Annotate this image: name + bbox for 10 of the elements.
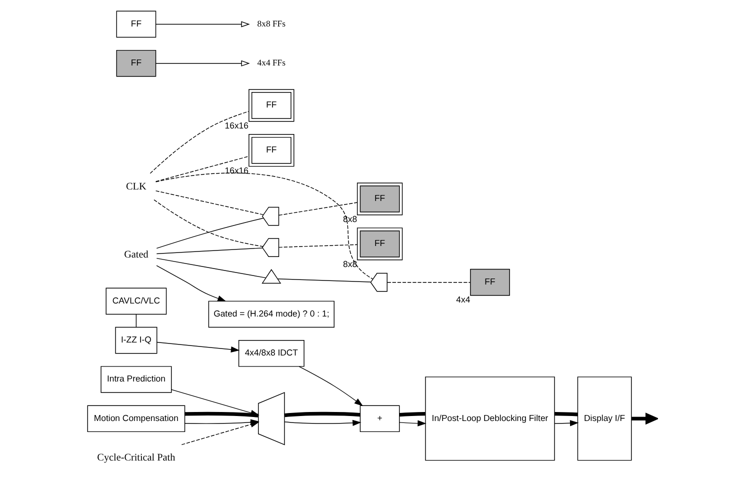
node-label: 16x16 (224, 120, 248, 130)
legend-label: 4x4 FFs (257, 58, 286, 68)
legend-label: 8x8 FFs (257, 18, 286, 28)
node-label: 8x8 (343, 214, 358, 224)
node-label: 4x4 (456, 294, 470, 304)
node-text: CLK (126, 181, 146, 192)
node-label: 16x16 (224, 165, 248, 176)
node-text: Cycle-Critical Path (97, 452, 176, 464)
node-label: 8x8 (343, 258, 358, 269)
node-text: Gated (124, 249, 148, 260)
